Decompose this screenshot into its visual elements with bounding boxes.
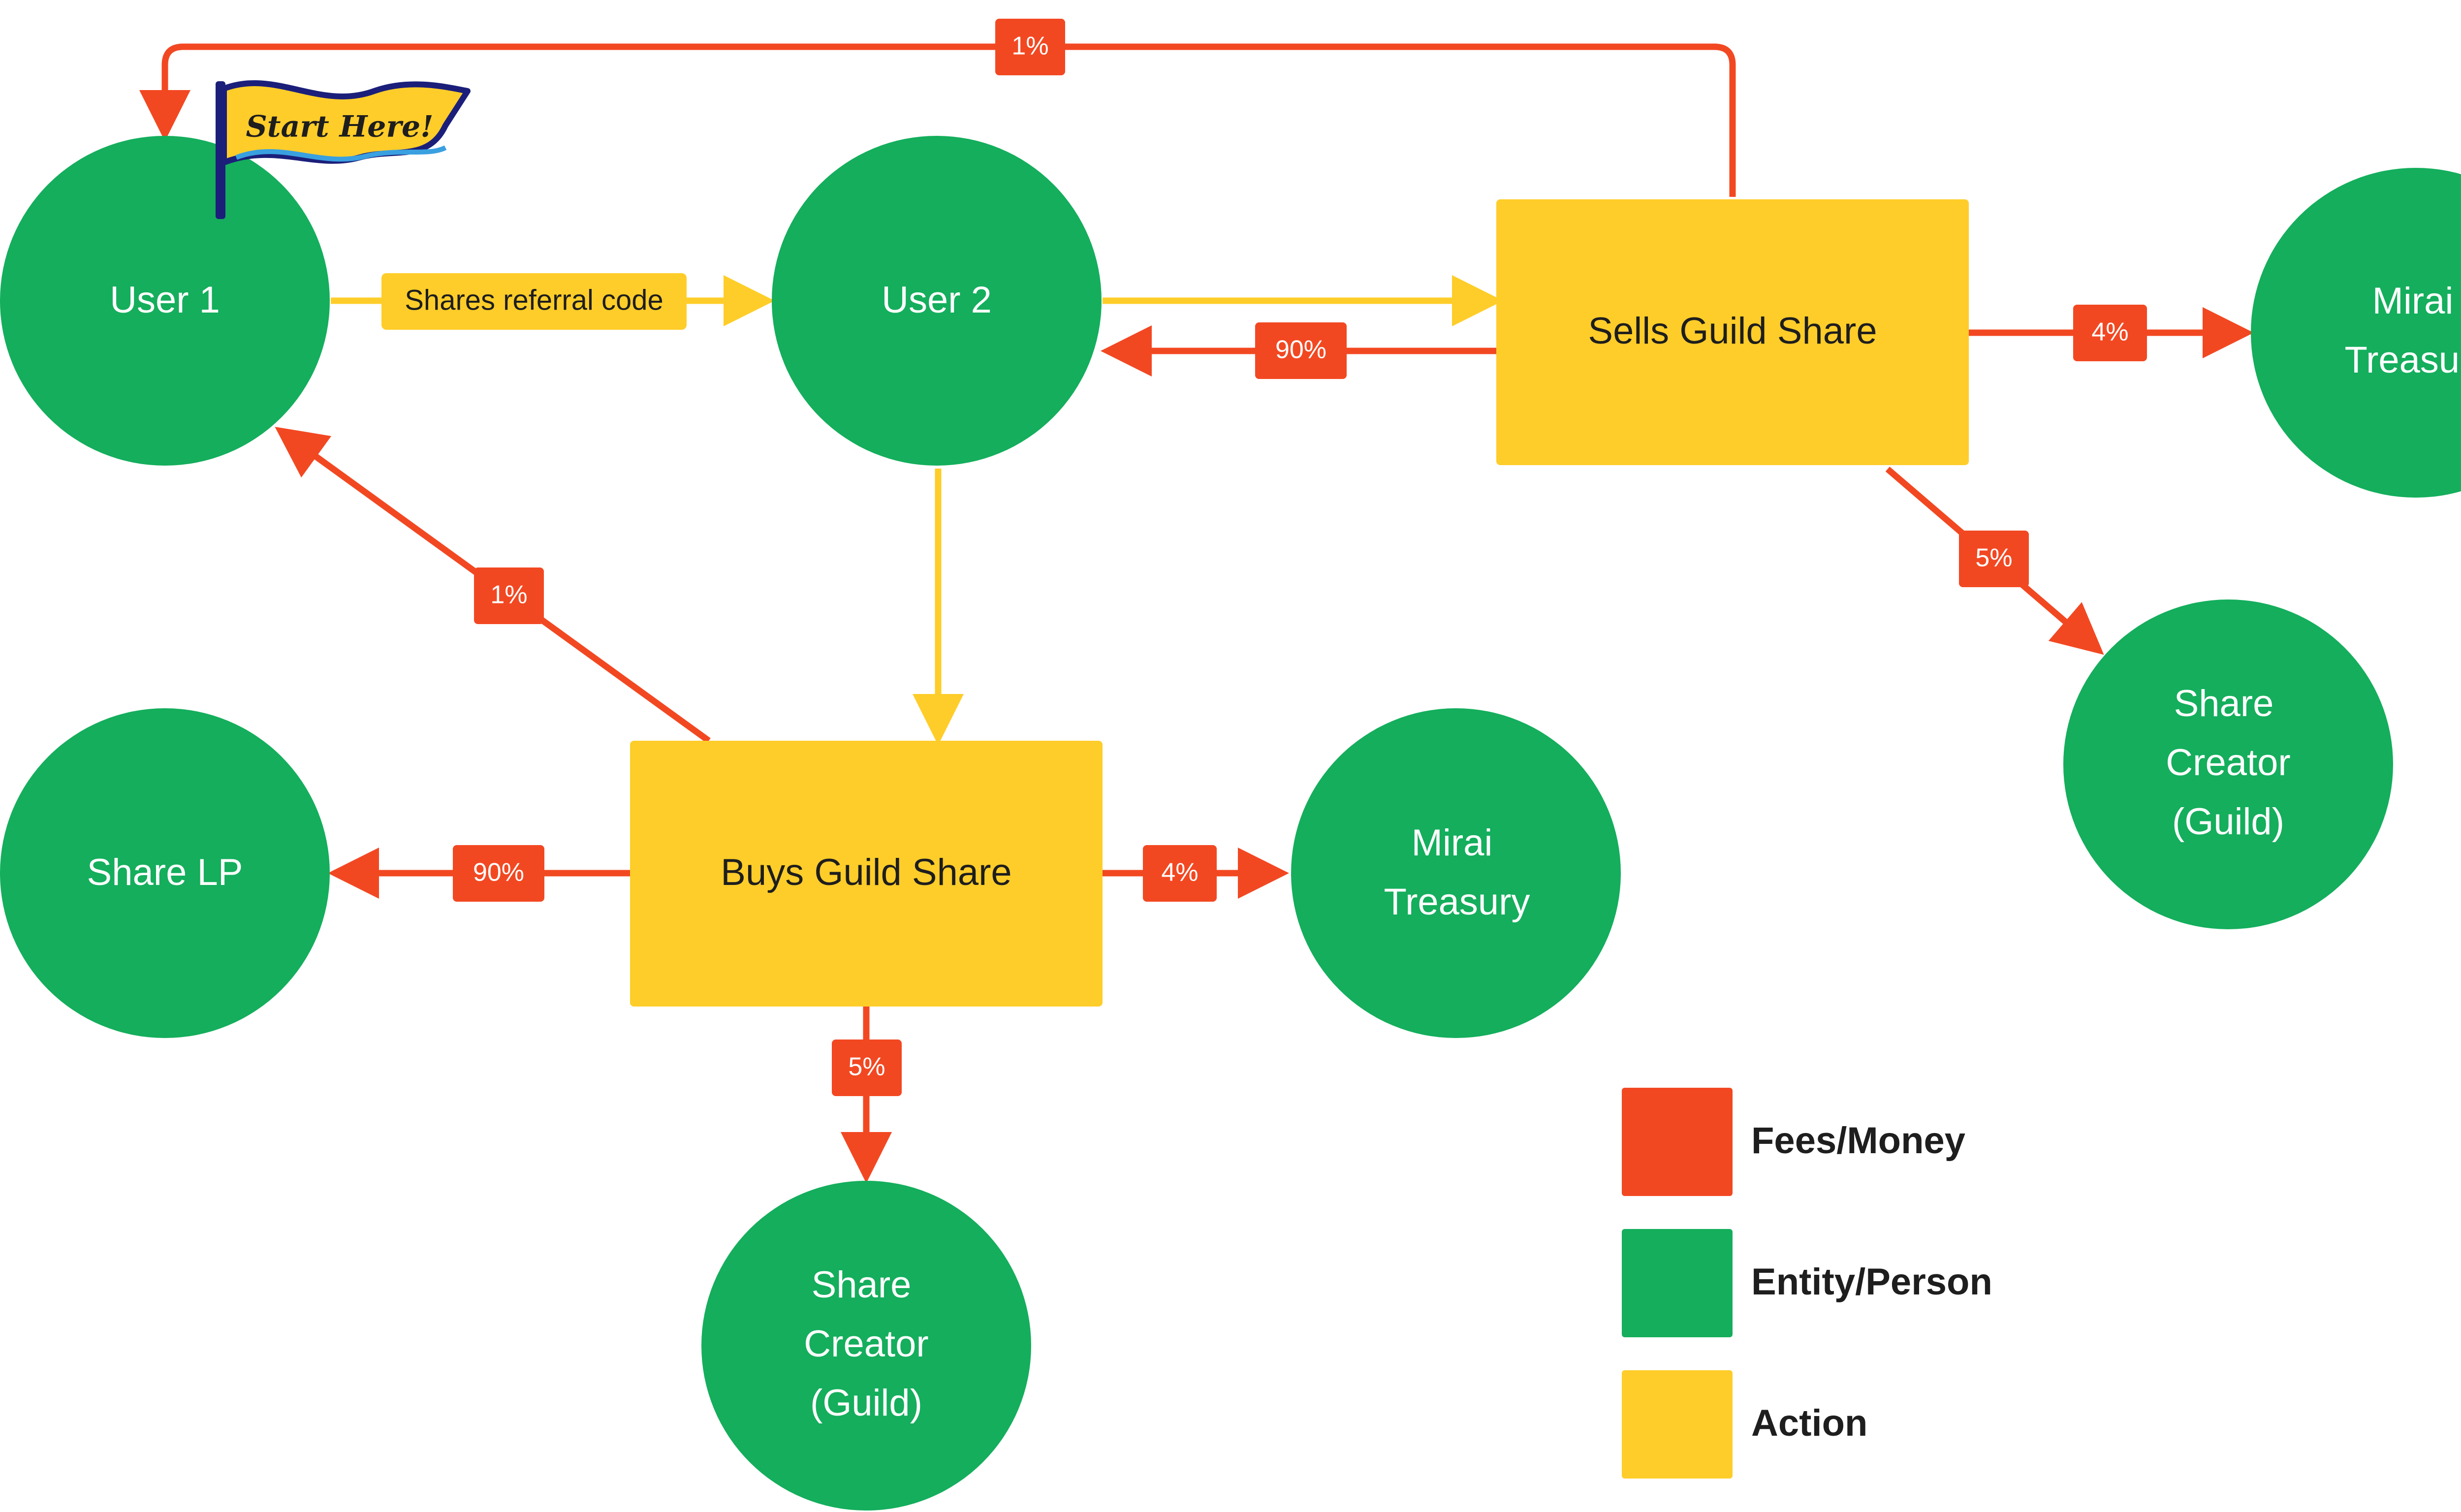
legend-label-action: Action bbox=[1751, 1402, 1867, 1444]
fee-text-sell-treasury: 4% bbox=[2091, 318, 2128, 346]
node-share-lp-label: Share LP bbox=[87, 851, 243, 893]
referral-label: Shares referral code bbox=[381, 273, 687, 330]
fee-label-buy-lp: 90% bbox=[453, 845, 544, 902]
node-mirai-treasury-mid: Mirai Treasury bbox=[1291, 708, 1621, 1038]
flag-icon bbox=[221, 80, 471, 165]
mirai-top-line-2: Treasury bbox=[2344, 339, 2461, 381]
node-mirai-treasury-top: Mirai Treasury bbox=[2251, 168, 2461, 498]
node-user1-label: User 1 bbox=[110, 279, 220, 321]
fee-label-buy-referral: 1% bbox=[474, 567, 544, 624]
legend-item-fees: Fees/Money bbox=[1622, 1088, 1965, 1196]
creator-right-line-3: (Guild) bbox=[2172, 801, 2284, 843]
creator-bottom-line-2: Creator bbox=[804, 1323, 928, 1365]
fee-label-buy-creator: 5% bbox=[832, 1040, 902, 1096]
node-user1: User 1 bbox=[0, 136, 330, 466]
node-user2-label: User 2 bbox=[882, 279, 992, 321]
mirai-mid-line-1: Mirai bbox=[1412, 822, 1493, 864]
fee-text-sell-referral: 1% bbox=[1011, 32, 1048, 61]
legend-label-entity: Entity/Person bbox=[1751, 1261, 1992, 1303]
legend: Fees/Money Entity/Person Action bbox=[1622, 1088, 1992, 1479]
legend-item-action: Action bbox=[1622, 1370, 1867, 1479]
fee-text-buy-referral: 1% bbox=[490, 581, 527, 609]
creator-bottom-line-1: Share bbox=[812, 1264, 912, 1306]
fee-label-sell-payout: 90% bbox=[1255, 322, 1347, 379]
fee-text-sell-payout: 90% bbox=[1275, 336, 1326, 364]
start-here-label: Start Here! bbox=[246, 110, 433, 144]
legend-item-entity: Entity/Person bbox=[1622, 1229, 1992, 1337]
start-here-flag: Start Here! bbox=[216, 80, 471, 219]
creator-right-line-1: Share bbox=[2174, 683, 2274, 724]
creator-right-line-2: Creator bbox=[2166, 742, 2290, 784]
referral-label-text: Shares referral code bbox=[405, 284, 663, 316]
node-share-creator-right: Share Creator (Guild) bbox=[2063, 599, 2393, 929]
legend-label-fees: Fees/Money bbox=[1751, 1120, 1965, 1162]
action-buys-label: Buys Guild Share bbox=[721, 851, 1011, 893]
fee-label-sell-creator: 5% bbox=[1959, 531, 2029, 587]
node-share-creator-bottom: Share Creator (Guild) bbox=[701, 1181, 1031, 1511]
fee-text-buy-treasury: 4% bbox=[1161, 858, 1198, 887]
flag-wave-accent bbox=[235, 145, 447, 162]
node-share-lp: Share LP bbox=[0, 708, 330, 1038]
fee-text-sell-creator: 5% bbox=[1975, 544, 2012, 572]
fee-label-buy-treasury: 4% bbox=[1143, 845, 1217, 902]
mirai-top-line-1: Mirai bbox=[2372, 280, 2454, 322]
mirai-mid-line-2: Treasury bbox=[1384, 881, 1530, 923]
fee-text-buy-creator: 5% bbox=[848, 1053, 885, 1081]
fee-label-sell-treasury: 4% bbox=[2073, 305, 2147, 361]
node-user2: User 2 bbox=[772, 136, 1102, 466]
action-sells-label: Sells Guild Share bbox=[1588, 310, 1877, 352]
action-sells-guild-share: Sells Guild Share bbox=[1496, 199, 1969, 465]
fee-text-buy-lp: 90% bbox=[473, 858, 524, 887]
action-buys-guild-share: Buys Guild Share bbox=[630, 741, 1103, 1007]
creator-bottom-line-3: (Guild) bbox=[810, 1382, 922, 1424]
fee-label-sell-referral: 1% bbox=[995, 19, 1065, 75]
edge-sell-to-user1 bbox=[139, 43, 1736, 197]
